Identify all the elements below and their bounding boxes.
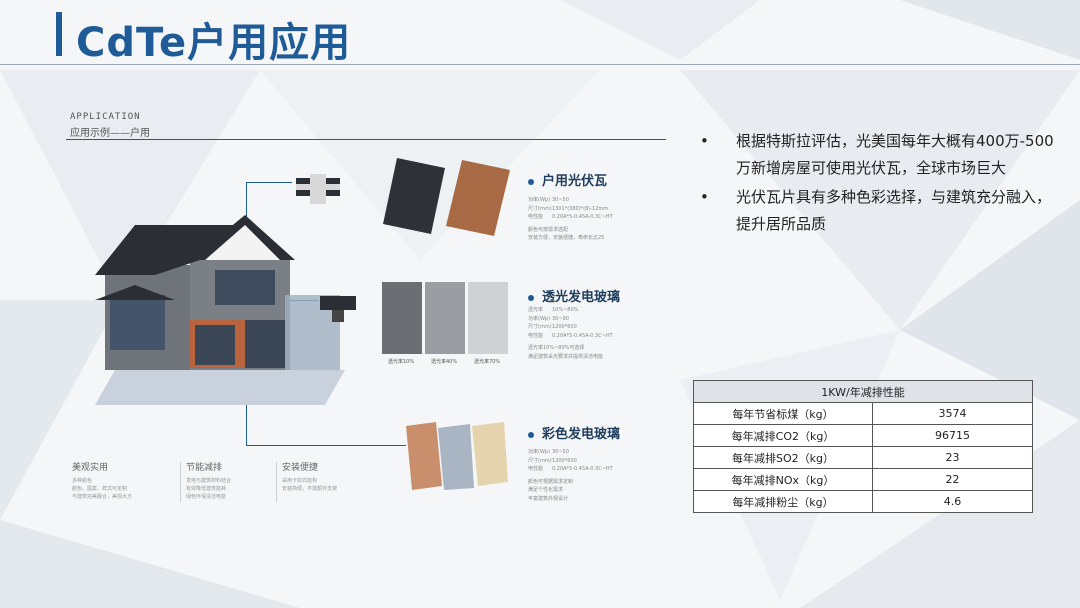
glass-label: 透光率40% — [431, 359, 458, 365]
junction-box-icon — [296, 174, 340, 204]
table-row: 每年减排SO2（kg）23 — [693, 446, 1033, 469]
feature-easy-install: 安装便捷 采用卡扣式结构 安装简便，不需额外支架 — [282, 463, 338, 492]
bullet-item: •光伏瓦片具有多种色彩选择，与建筑充分融入，提升居所品质 — [700, 188, 1052, 233]
table-header: 1KW/年减排性能 — [693, 380, 1033, 403]
glass-label: 透光率70% — [474, 359, 501, 365]
table-row: 每年减排NOx（kg）22 — [693, 468, 1033, 491]
table-row: 每年减排CO2（kg）96715 — [693, 424, 1033, 447]
title-divider — [0, 64, 1080, 65]
feature-energy-saving: 节能减排 发电与建筑材料结合 有效降低建筑能耗 绿色环保清洁电能 — [186, 463, 232, 500]
glass-sample-dark — [382, 282, 422, 354]
emission-reduction-table: 1KW/年减排性能 每年节省标煤（kg）3574 每年减排CO2（kg）9671… — [693, 380, 1033, 513]
panel-label-cn: 应用示例——户用 — [70, 128, 150, 139]
section-title-color-glass: 彩色发电玻璃 — [528, 423, 620, 442]
page-title: CdTe户用应用 — [76, 20, 352, 66]
panel-rule — [66, 139, 666, 140]
feature-divider — [180, 462, 181, 502]
color-glass-samples — [406, 422, 508, 490]
table-row: 每年节省标煤（kg）3574 — [693, 402, 1033, 425]
panel-label-en: APPLICATION — [70, 112, 141, 122]
bullet-item: •根据特斯拉评估，光美国每年大概有400万-500万新增房屋可使用光伏瓦，全球市… — [700, 132, 1054, 177]
glass-sample-medium — [425, 282, 465, 354]
junction-box-icon — [320, 296, 356, 322]
spec-list: 功率(Wp)30~50 尺寸(mm)1301*(380)*(8)-12mm 电性… — [528, 197, 613, 241]
wood-roof-tile — [446, 160, 510, 236]
connector-line — [246, 182, 292, 183]
title-accent-bar — [56, 12, 62, 56]
connector-line — [246, 445, 406, 446]
feature-aesthetic: 美观实用 多种颜色 颜色、图案、样式可定制 与建筑完美融合，美观大方 — [72, 463, 133, 500]
black-roof-tile — [383, 158, 445, 234]
house-illustration — [95, 215, 345, 405]
bullet-list: •根据特斯拉评估，光美国每年大概有400万-500万新增房屋可使用光伏瓦，全球市… — [700, 128, 1060, 240]
feature-divider — [276, 462, 277, 502]
connector-line — [246, 395, 247, 445]
glass-label: 透光率10% — [388, 359, 415, 365]
section-title-roof-tile: 户用光伏瓦 — [528, 170, 607, 189]
table-row: 每年减排粉尘（kg）4.6 — [693, 490, 1033, 513]
glass-sample-light — [468, 282, 508, 354]
connector-line — [246, 182, 247, 224]
section-title-transparent-glass: 透光发电玻璃 — [528, 286, 620, 305]
